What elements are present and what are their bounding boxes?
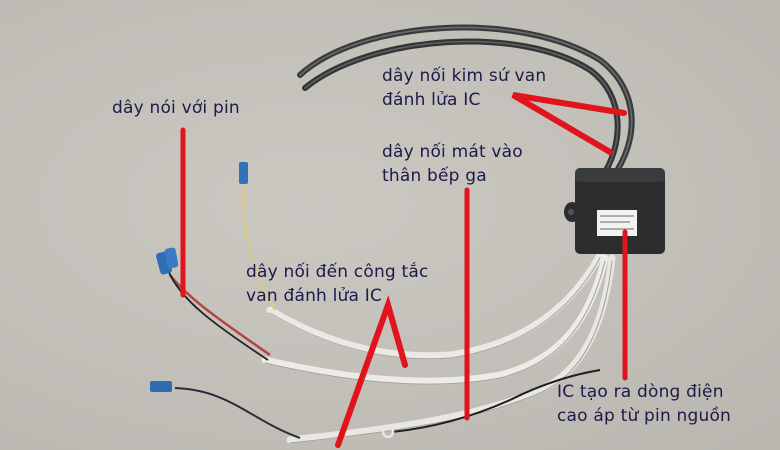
label-switch-wire: dây nối đến công tắc van đánh lửa IC bbox=[246, 260, 429, 308]
switch-wire-connector bbox=[150, 381, 172, 392]
yellow-wire bbox=[242, 184, 277, 311]
pointer-switch bbox=[335, 295, 408, 448]
label-switch-wire-line2: van đánh lửa IC bbox=[246, 286, 383, 306]
ic-module bbox=[564, 168, 665, 254]
annotation-arrows bbox=[180, 92, 628, 448]
red-battery-wire bbox=[169, 274, 271, 357]
module-sticker bbox=[597, 210, 637, 236]
black-ceramic-wires bbox=[297, 24, 635, 183]
label-ground-wire-line1: dây nối mát vào bbox=[382, 142, 523, 162]
label-ic-module-line2: cao áp từ pin nguồn bbox=[557, 406, 732, 426]
yellow-wire-connector bbox=[239, 162, 248, 184]
battery-wire-connectors bbox=[156, 247, 179, 275]
label-ceramic-wire-line2: đánh lửa IC bbox=[382, 90, 481, 110]
label-ground-wire: dây nối mát vào thân bếp ga bbox=[382, 140, 523, 188]
label-battery-wire: dây nói với pin bbox=[112, 96, 240, 120]
pointer-ceramic bbox=[511, 92, 627, 155]
label-battery-wire-line1: dây nói với pin bbox=[112, 98, 240, 118]
label-ic-module-line1: IC tạo ra dòng điện bbox=[557, 382, 724, 402]
ground-wire bbox=[391, 369, 601, 433]
switch-wire bbox=[174, 387, 301, 439]
label-switch-wire-line1: dây nối đến công tắc bbox=[246, 262, 429, 282]
white-sleeved-wires bbox=[261, 251, 616, 444]
label-ceramic-wire-line1: dây nối kim sứ van bbox=[382, 66, 547, 86]
label-ceramic-wire: dây nối kim sứ van đánh lửa IC bbox=[382, 64, 546, 112]
black-battery-wire bbox=[167, 269, 269, 361]
label-ic-module: IC tạo ra dòng điện cao áp từ pin nguồn bbox=[557, 380, 731, 428]
label-ground-wire-line2: thân bếp ga bbox=[382, 166, 487, 186]
ground-ring-terminal bbox=[381, 425, 395, 439]
